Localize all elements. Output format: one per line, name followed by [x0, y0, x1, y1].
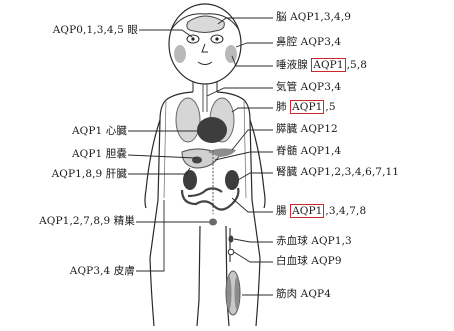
- label-trachea: 気管 AQP3,4: [276, 81, 341, 94]
- trachea-organ: 気管: [276, 81, 297, 93]
- mouth: [198, 62, 212, 65]
- label-rbc: 赤血球 AQP1,3: [276, 235, 352, 248]
- label-skin: AQP3,4 皮膚: [70, 265, 135, 278]
- label-intestine: 腸 AQP1,3,4,7,8: [276, 205, 366, 218]
- testis-organ: 精巣: [114, 215, 135, 227]
- testis-shape: [209, 219, 217, 226]
- saliva-aqp-rest: ,5,8: [347, 59, 367, 71]
- spine-aqp: AQP1,4: [301, 145, 342, 157]
- gallbladder-aqp: AQP1: [72, 148, 102, 160]
- eye-aqp: AQP0,1,3,4,5: [53, 24, 124, 36]
- brain-organ: 脳: [276, 11, 287, 23]
- right-cheek: [225, 45, 237, 63]
- muscle-aqp: AQP4: [301, 288, 331, 300]
- saliva-organ: 唾液腺: [276, 59, 308, 71]
- intestine-organ: 腸: [276, 205, 287, 217]
- trachea-shape: [203, 84, 207, 112]
- torso-outline: [150, 92, 260, 258]
- label-saliva: 唾液腺 AQP1,5,8: [276, 59, 367, 72]
- heart-organ: 心臓: [106, 125, 127, 137]
- nasal-organ: 鼻腔: [276, 36, 297, 48]
- kidney-aqp: AQP1,2,3,4,6,7,11: [301, 166, 399, 178]
- skin-organ: 皮膚: [114, 265, 135, 277]
- pancreas-aqp: AQP12: [301, 123, 338, 135]
- spine-organ: 脊髄: [276, 145, 297, 157]
- brain-shape: [187, 16, 224, 33]
- kidney-organ: 腎臓: [276, 166, 297, 178]
- nose: [202, 44, 208, 52]
- lung-aqp-highlight: AQP1: [290, 100, 324, 114]
- brain-aqp: AQP1,3,4,9: [290, 11, 351, 23]
- lung-aqp-rest: ,5: [325, 101, 335, 113]
- liver-aqp: AQP1,8,9: [52, 168, 103, 180]
- rbc-organ: 赤血球: [276, 235, 308, 247]
- label-spine: 脊髄 AQP1,4: [276, 145, 341, 158]
- intestine-shape: [182, 188, 238, 210]
- heart-shape: [197, 117, 227, 143]
- label-pancreas: 膵臓 AQP12: [276, 123, 338, 136]
- nasal-aqp: AQP3,4: [301, 36, 342, 48]
- intestine-aqp-rest: ,3,4,7,8: [325, 205, 366, 217]
- eye-organ: 眼: [127, 24, 138, 36]
- label-brain: 脳 AQP1,3,4,9: [276, 11, 351, 24]
- label-testis: AQP1,2,7,8,9 精巣: [39, 215, 135, 228]
- gallbladder-organ: 胆嚢: [106, 148, 127, 160]
- skin-aqp: AQP3,4: [70, 265, 111, 277]
- label-gallbladder: AQP1 胆嚢: [72, 148, 127, 161]
- testis-aqp: AQP1,2,7,8,9: [39, 215, 110, 227]
- left-cheek: [174, 45, 186, 63]
- right-kidney: [225, 170, 239, 190]
- left-kidney: [183, 170, 197, 190]
- pancreas-organ: 膵臓: [276, 123, 297, 135]
- lung-organ: 肺: [276, 101, 287, 113]
- label-lung: 肺 AQP1,5: [276, 101, 336, 114]
- muscle-organ: 筋肉: [276, 288, 297, 300]
- label-nasal: 鼻腔 AQP3,4: [276, 36, 341, 49]
- trachea-aqp: AQP3,4: [301, 81, 342, 93]
- red-blood-cell: [229, 236, 234, 243]
- label-liver: AQP1,8,9 肝臓: [52, 168, 127, 181]
- white-blood-cell: [228, 249, 234, 255]
- intestine-aqp-highlight: AQP1: [290, 204, 324, 218]
- label-muscle: 筋肉 AQP4: [276, 288, 331, 301]
- label-wbc: 白血球 AQP9: [276, 255, 342, 268]
- wbc-organ: 白血球: [276, 255, 308, 267]
- wbc-aqp: AQP9: [311, 255, 341, 267]
- label-kidney: 腎臓 AQP1,2,3,4,6,7,11: [276, 166, 399, 179]
- left-leg: [150, 226, 200, 326]
- liver-organ: 肝臓: [106, 168, 127, 180]
- left-lung: [176, 98, 200, 142]
- saliva-aqp-highlight: AQP1: [311, 58, 345, 72]
- label-eye: AQP0,1,3,4,5 眼: [53, 24, 138, 37]
- heart-aqp: AQP1: [72, 125, 102, 137]
- rbc-aqp: AQP1,3: [311, 235, 352, 247]
- label-heart: AQP1 心臓: [72, 125, 127, 138]
